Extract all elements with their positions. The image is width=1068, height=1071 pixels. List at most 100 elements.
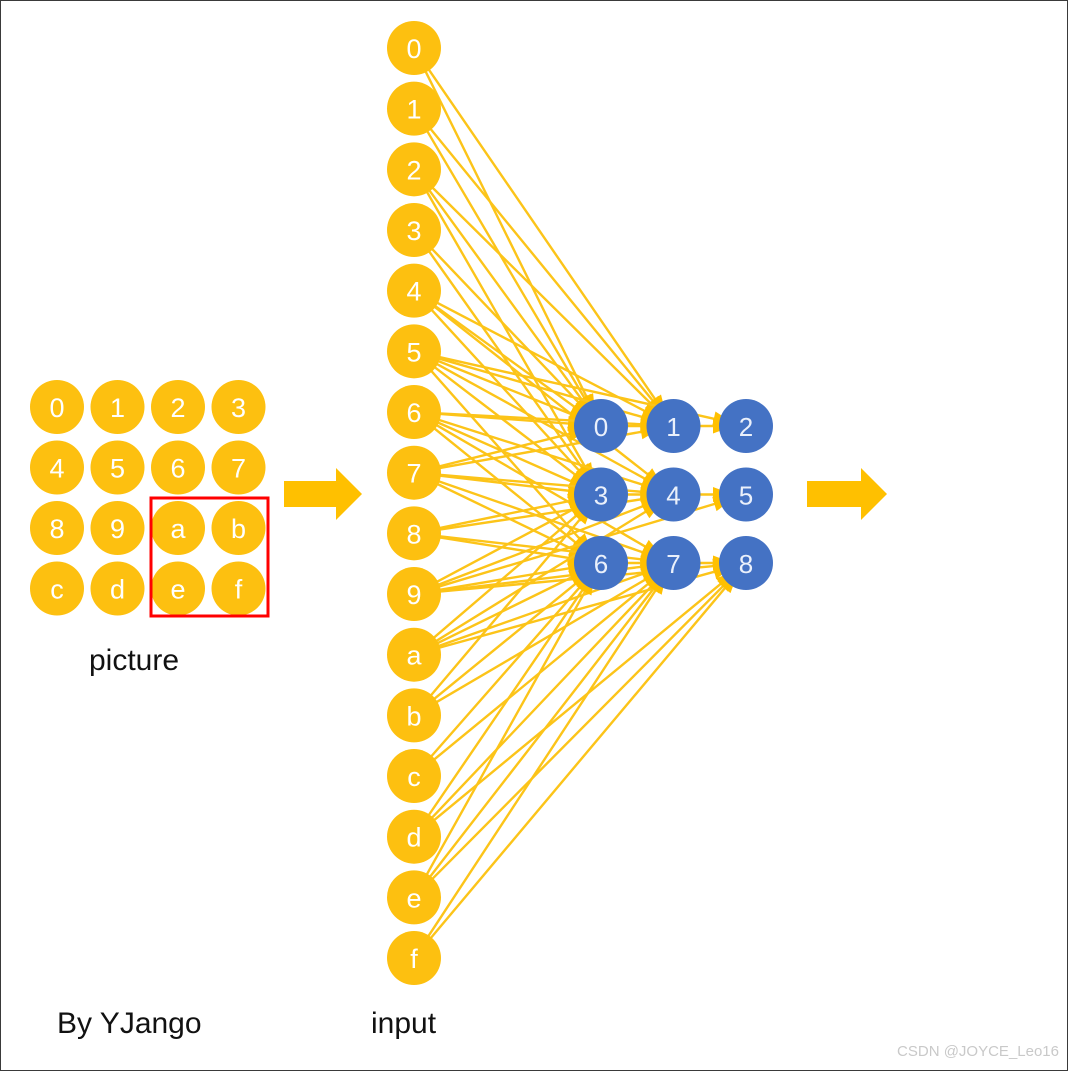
picture-cell-5[interactable] bbox=[90, 440, 145, 495]
input-node-label-9: 9 bbox=[406, 580, 421, 610]
output-node-label-1: 1 bbox=[666, 412, 680, 442]
input-node-c[interactable] bbox=[387, 749, 441, 804]
input-node-1[interactable] bbox=[387, 81, 441, 136]
input-node-label-5: 5 bbox=[406, 337, 421, 367]
output-node-6[interactable] bbox=[574, 536, 628, 590]
picture-cell-c[interactable] bbox=[30, 561, 84, 616]
author-label: By YJango bbox=[57, 1007, 202, 1040]
edge-input-a-to-output-3 bbox=[432, 510, 582, 639]
input-node-0[interactable] bbox=[387, 21, 441, 75]
output-node-7[interactable] bbox=[646, 536, 701, 590]
input-node-f[interactable] bbox=[387, 931, 441, 986]
picture-label: picture bbox=[89, 644, 180, 677]
picture-cell-f[interactable] bbox=[211, 561, 266, 616]
picture-cell-label-7: 7 bbox=[231, 454, 246, 484]
edge-input-2-to-output-1 bbox=[431, 186, 656, 409]
picture-cell-3[interactable] bbox=[211, 380, 266, 434]
output-to-next-arrow bbox=[807, 468, 887, 520]
edge-input-9-to-output-3 bbox=[435, 505, 579, 584]
picture-cell-1[interactable] bbox=[90, 380, 145, 434]
input-node-label-c: c bbox=[407, 762, 421, 792]
output-node-3[interactable] bbox=[574, 467, 628, 522]
edge-input-f-to-output-8 bbox=[429, 582, 730, 940]
picture-cell-label-4: 4 bbox=[49, 454, 64, 484]
picture-cell-label-3: 3 bbox=[231, 393, 246, 423]
input-node-label-1: 1 bbox=[406, 95, 421, 125]
edge-input-7-to-output-0 bbox=[438, 431, 577, 468]
picture-cell-label-9: 9 bbox=[110, 514, 125, 544]
picture-cell-label-b: b bbox=[231, 514, 246, 544]
input-node-label-f: f bbox=[410, 944, 418, 974]
input-node-2[interactable] bbox=[387, 142, 441, 197]
input-node-label-8: 8 bbox=[406, 519, 421, 549]
edge-input-1-to-output-1 bbox=[429, 127, 658, 407]
edge-input-4-to-output-0 bbox=[433, 304, 581, 412]
output-node-8[interactable] bbox=[719, 536, 773, 590]
picture-cell-label-0: 0 bbox=[49, 393, 64, 423]
picture-cell-label-d: d bbox=[110, 575, 125, 605]
picture-to-input-arrow bbox=[284, 468, 362, 520]
input-node-label-6: 6 bbox=[406, 398, 421, 428]
picture-cell-6[interactable] bbox=[151, 440, 205, 495]
input-node-9[interactable] bbox=[387, 567, 441, 622]
input-node-7[interactable] bbox=[387, 445, 441, 500]
picture-cell-9[interactable] bbox=[90, 501, 145, 555]
edge-input-2-to-output-3 bbox=[425, 190, 589, 473]
edge-input-b-to-output-6 bbox=[432, 578, 582, 701]
edge-input-e-to-output-6 bbox=[425, 585, 590, 876]
picture-cell-a[interactable] bbox=[151, 501, 205, 555]
output-node-4[interactable] bbox=[646, 467, 701, 522]
picture-cell-label-8: 8 bbox=[49, 514, 64, 544]
input-node-label-e: e bbox=[406, 883, 421, 913]
edge-input-e-to-output-7 bbox=[428, 583, 659, 879]
selection-rectangle[interactable] bbox=[149, 496, 270, 618]
input-node-3[interactable] bbox=[387, 203, 441, 258]
picture-cell-label-a: a bbox=[170, 514, 186, 544]
input-node-8[interactable] bbox=[387, 506, 441, 561]
watermark-label: CSDN @JOYCE_Leo16 bbox=[897, 1043, 1059, 1060]
output-node-label-0: 0 bbox=[594, 412, 608, 442]
output-node-2[interactable] bbox=[719, 399, 773, 453]
output-node-5[interactable] bbox=[719, 467, 773, 522]
picture-cell-7[interactable] bbox=[211, 440, 266, 495]
input-node-label-4: 4 bbox=[406, 277, 421, 307]
input-node-label-b: b bbox=[406, 701, 421, 731]
output-node-label-2: 2 bbox=[739, 412, 753, 442]
input-node-label-0: 0 bbox=[406, 34, 421, 64]
edge-input-d-to-output-7 bbox=[430, 581, 657, 820]
input-node-b[interactable] bbox=[387, 688, 441, 743]
input-node-6[interactable] bbox=[387, 385, 441, 440]
edge-input-f-to-output-7 bbox=[427, 584, 660, 938]
edge-input-5-to-output-3 bbox=[433, 365, 581, 480]
input-node-5[interactable] bbox=[387, 324, 441, 379]
picture-cell-4[interactable] bbox=[30, 440, 84, 495]
input-node-label-a: a bbox=[406, 641, 422, 671]
edge-input-d-to-output-8 bbox=[432, 578, 727, 822]
input-node-a[interactable] bbox=[387, 627, 441, 682]
output-node-label-5: 5 bbox=[739, 481, 753, 511]
output-node-label-6: 6 bbox=[594, 549, 608, 579]
picture-cell-b[interactable] bbox=[211, 501, 266, 555]
output-node-1[interactable] bbox=[646, 399, 701, 453]
picture-cell-label-5: 5 bbox=[110, 454, 125, 484]
edge-input-4-to-output-4 bbox=[433, 305, 654, 480]
edge-input-8-to-output-3 bbox=[438, 498, 576, 530]
input-node-e[interactable] bbox=[387, 870, 441, 925]
edge-input-c-to-output-6 bbox=[429, 582, 585, 758]
picture-cell-label-2: 2 bbox=[170, 393, 185, 423]
edge-input-5-to-output-0 bbox=[436, 359, 578, 418]
input-node-4[interactable] bbox=[387, 263, 441, 318]
picture-cell-label-6: 6 bbox=[170, 454, 185, 484]
input-node-d[interactable] bbox=[387, 809, 441, 864]
output-node-0[interactable] bbox=[574, 399, 628, 453]
edge-input-1-to-output-0 bbox=[426, 129, 589, 404]
picture-cell-8[interactable] bbox=[30, 501, 84, 555]
input-label: input bbox=[371, 1007, 437, 1040]
picture-cell-0[interactable] bbox=[30, 380, 84, 434]
picture-cell-e[interactable] bbox=[151, 561, 205, 616]
picture-cell-label-e: e bbox=[170, 575, 185, 605]
picture-cell-d[interactable] bbox=[90, 561, 145, 616]
picture-cell-2[interactable] bbox=[151, 380, 205, 434]
edge-input-a-to-output-6 bbox=[436, 573, 578, 645]
